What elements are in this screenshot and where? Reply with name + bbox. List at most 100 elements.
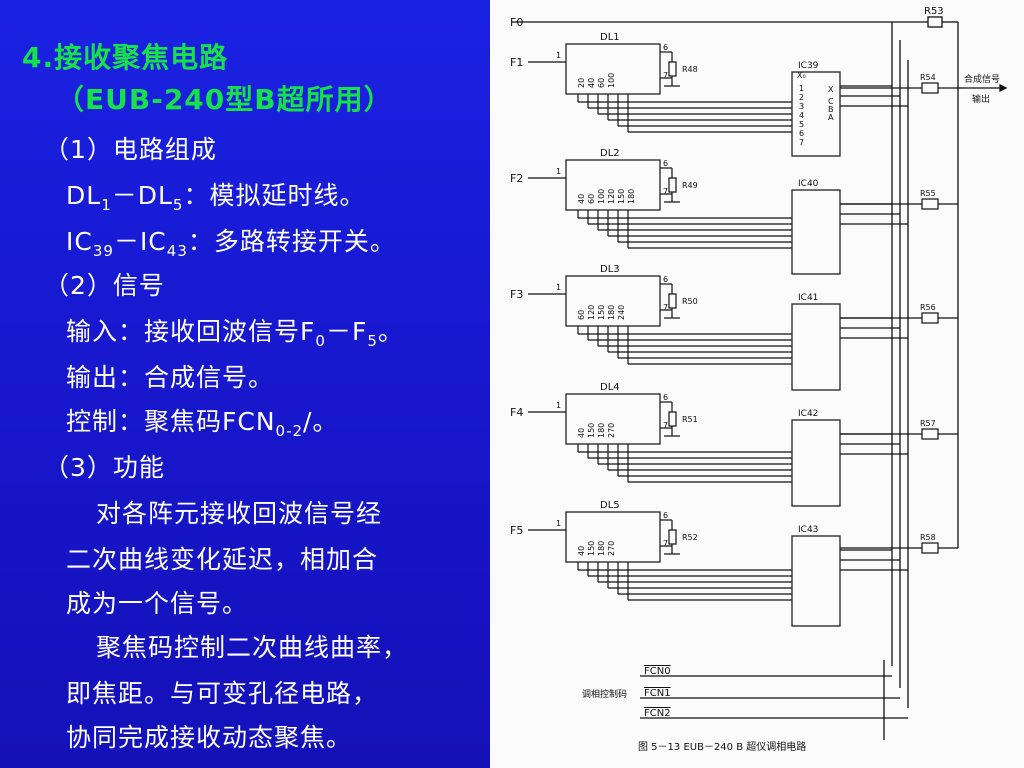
function-text: 二次曲线变化延迟，相加合	[66, 545, 379, 574]
resistor	[668, 529, 677, 545]
dl-line: DL1－DL5：模拟延时线。	[66, 181, 366, 214]
mux-ic-label: IC42	[798, 409, 818, 419]
f0-label: F0	[510, 16, 523, 29]
tap-label: 150	[617, 189, 626, 204]
pin-label: 6	[663, 43, 668, 52]
tap-label: 60	[587, 194, 596, 204]
figure-caption: 图 5－13 EUB－240 B 超仪调相电路	[638, 740, 806, 753]
tap-label: 40	[577, 194, 586, 204]
pin-label: 7	[663, 421, 668, 430]
pin-label: 7	[663, 303, 668, 312]
tap-label: 180	[607, 305, 616, 320]
resistor-label: R55	[920, 189, 936, 198]
tap-label: 180	[627, 189, 636, 204]
pin-label: 6	[663, 159, 668, 168]
mux-ic-label: IC40	[798, 179, 819, 189]
mux-ic-box	[791, 71, 841, 157]
ic39-pin-label: X	[828, 85, 834, 94]
input-label: F3	[510, 288, 523, 301]
slide-background	[0, 0, 490, 768]
resistor	[668, 177, 677, 193]
section2-heading: （2）信号	[44, 271, 165, 300]
mux-ic-box	[791, 535, 841, 627]
tap-label: 40	[587, 78, 596, 88]
fcn2-label: FCN2	[644, 708, 671, 719]
resistor-label: R50	[682, 297, 698, 306]
tap-label: 180	[597, 423, 606, 438]
slide-subtitle: （EUB-240型B超所用）	[56, 83, 393, 116]
resistor-label: R51	[682, 415, 698, 424]
tap-label: 150	[587, 423, 596, 438]
pin-label: 7	[663, 71, 668, 80]
output-label-2: 输出	[972, 93, 990, 105]
tap-label: 40	[577, 546, 586, 556]
tap-label: 100	[607, 73, 616, 88]
input-label: F4	[510, 406, 523, 419]
tap-label: 240	[617, 305, 626, 320]
circuit-diagram: F0 R53 合成信号 输出 调相控制码 FCN0 FCN1 FCN2 图 5－…	[490, 0, 1024, 768]
delay-line-box	[565, 275, 661, 327]
ic39-pin-label: 5	[799, 120, 804, 129]
delay-line-box	[565, 159, 661, 211]
mux-ic-label: IC41	[798, 293, 818, 303]
ic39-pin-label: B	[828, 105, 834, 114]
tap-label: 270	[607, 423, 616, 438]
resistor-label: R52	[682, 533, 698, 542]
mux-ic-box	[791, 189, 841, 275]
ic39-pin-label: 4	[799, 111, 804, 120]
function-text: 成为一个信号。	[66, 589, 249, 618]
tap-label: 180	[597, 541, 606, 556]
circuit-svg: F0 R53 合成信号 输出 调相控制码 FCN0 FCN1 FCN2 图 5－…	[510, 6, 1008, 753]
tap-label: 150	[597, 305, 606, 320]
ic39-pin-label: 6	[799, 129, 804, 138]
ic39-pin-label: 1	[799, 84, 804, 93]
r53-label: R53	[924, 6, 944, 17]
pin-label: 1	[556, 401, 561, 410]
delay-line-box	[565, 393, 661, 445]
tap-label: 60	[577, 310, 586, 320]
pin-label: 1	[556, 167, 561, 176]
delay-line-label: DL3	[600, 264, 620, 275]
section1-heading: （1）电路组成	[44, 135, 217, 164]
pin-label: 6	[663, 393, 668, 402]
resistor	[921, 542, 939, 554]
mux-ic-label: IC39	[798, 61, 819, 71]
fcn1-label: FCN1	[644, 688, 671, 699]
resistor	[668, 293, 677, 309]
resistor	[668, 411, 677, 427]
mux-ic-box	[791, 303, 841, 391]
pin-label: 1	[556, 51, 561, 60]
delay-line-label: DL4	[600, 382, 620, 393]
tap-label: 120	[607, 189, 616, 204]
input-label: F2	[510, 172, 523, 185]
pin-label: 7	[663, 187, 668, 196]
pin-label: 6	[663, 511, 668, 520]
tap-label: 60	[597, 78, 606, 88]
resistor-label: R58	[920, 533, 936, 542]
ic39-pin-label: 2	[799, 93, 804, 102]
ic39-pin-label: 3	[799, 102, 804, 111]
function-text: 协同完成接收动态聚焦。	[66, 723, 353, 752]
ic39-pin-label: C	[828, 97, 834, 106]
resistor	[921, 82, 939, 94]
delay-line-label: DL5	[600, 500, 620, 511]
resistor	[921, 198, 939, 210]
input-label: F1	[510, 56, 523, 69]
function-text: 对各阵元接收回波信号经	[96, 499, 383, 528]
tap-label: 40	[577, 428, 586, 438]
resistor	[921, 428, 939, 440]
section3-heading: （3）功能	[44, 453, 165, 482]
delay-line-box	[565, 43, 661, 95]
pin-label: 6	[663, 275, 668, 284]
delay-line-box	[565, 511, 661, 563]
function-text: 聚焦码控制二次曲线曲率，	[96, 633, 409, 662]
resistor-label: R49	[682, 181, 698, 190]
tap-label: 20	[577, 78, 586, 88]
ic-line: IC39－IC43：多路转接开关。	[66, 227, 396, 260]
tap-label: 150	[587, 541, 596, 556]
ic39-pin-label: A	[828, 113, 834, 122]
mux-ic-box	[791, 419, 841, 507]
fcn0-label: FCN0	[644, 666, 671, 677]
input-label: F5	[510, 524, 523, 537]
ic39-pin-label: X₀	[797, 71, 806, 80]
